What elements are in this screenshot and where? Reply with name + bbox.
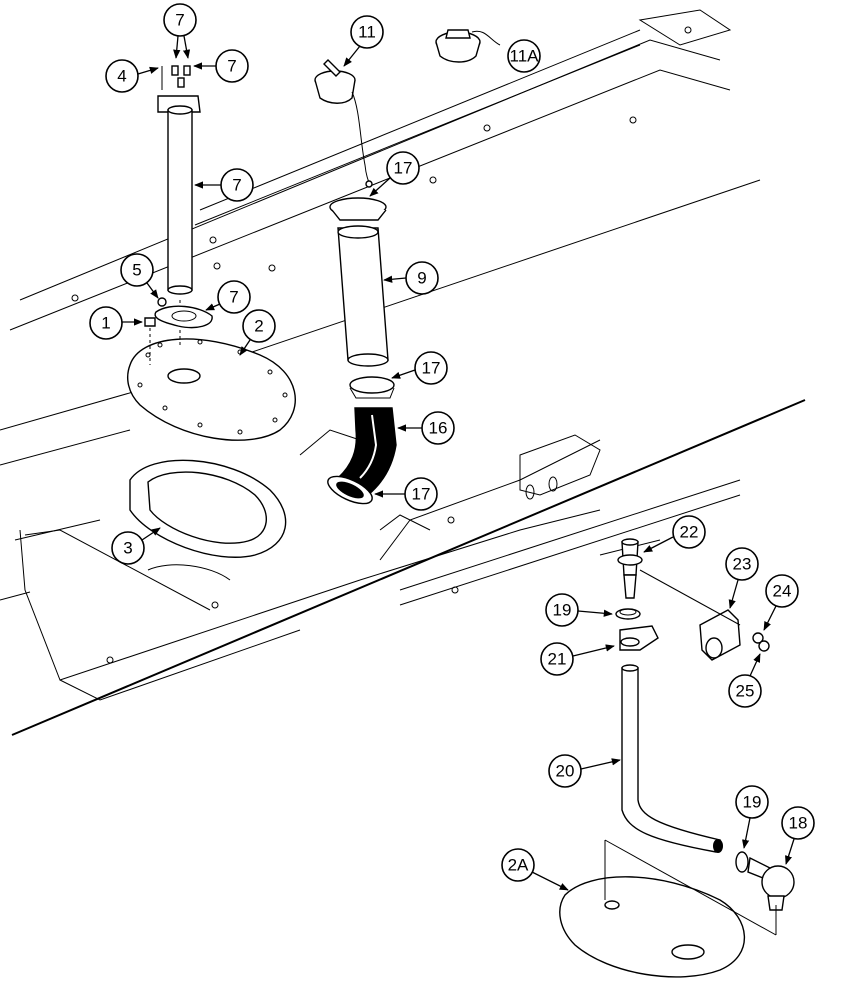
drain-valve-18 — [747, 856, 795, 935]
filler-cap-11 — [314, 59, 373, 188]
svg-text:1: 1 — [101, 314, 110, 333]
callout-2: 2 — [242, 309, 276, 343]
svg-text:7: 7 — [232, 176, 241, 195]
callout-21: 21 — [540, 642, 574, 676]
chassis-frame — [0, 9, 806, 736]
svg-text:19: 19 — [553, 601, 572, 620]
svg-text:4: 4 — [117, 67, 126, 86]
callout-7-tube: 7 — [220, 168, 254, 202]
svg-text:17: 17 — [422, 359, 441, 378]
svg-text:16: 16 — [429, 419, 448, 438]
callout-7-top: 7 — [163, 3, 197, 37]
svg-text:24: 24 — [773, 582, 792, 601]
callout-23: 23 — [725, 547, 759, 581]
svg-text:2: 2 — [254, 317, 263, 336]
svg-text:19: 19 — [743, 793, 762, 812]
svg-text:5: 5 — [132, 261, 141, 280]
svg-text:25: 25 — [736, 682, 755, 701]
svg-text:9: 9 — [417, 269, 426, 288]
svg-text:3: 3 — [123, 539, 132, 558]
callout-22: 22 — [672, 515, 706, 549]
drain-fitting-22 — [617, 538, 643, 599]
support-clip-21 — [619, 625, 659, 651]
clamp-19-a — [615, 608, 641, 620]
callout-9: 9 — [405, 261, 439, 295]
cover-plate-2A — [559, 839, 777, 978]
drain-hose-20 — [621, 664, 723, 853]
svg-text:20: 20 — [556, 762, 575, 781]
callout-1: 1 — [89, 306, 123, 340]
svg-text:7: 7 — [229, 288, 238, 307]
svg-text:7: 7 — [175, 11, 184, 30]
callout-11: 11 — [350, 15, 384, 49]
elbow-hose-16 — [327, 407, 397, 505]
callout-3: 3 — [111, 531, 145, 565]
svg-text:11: 11 — [358, 23, 376, 42]
svg-text:11A: 11A — [510, 47, 540, 66]
callout-11A: 11A — [507, 39, 541, 73]
bracket-23 — [639, 569, 741, 661]
clamp-19-b — [735, 851, 749, 873]
svg-text:18: 18 — [789, 814, 808, 833]
cover-plate-2 — [127, 338, 296, 441]
svg-text:2A: 2A — [508, 856, 529, 875]
callout-24: 24 — [765, 574, 799, 608]
callout-17-mid: 17 — [414, 351, 448, 385]
washer-24-nut-25 — [752, 632, 770, 652]
svg-text:23: 23 — [733, 555, 752, 574]
callout-20: 20 — [548, 754, 582, 788]
svg-text:22: 22 — [680, 523, 699, 542]
fuel-sender-unit — [144, 65, 213, 365]
callout-17-low: 17 — [404, 477, 438, 511]
filler-neck-hose-9 — [329, 197, 395, 399]
svg-text:21: 21 — [548, 650, 567, 669]
callout-17-top: 17 — [386, 151, 420, 185]
callout-18: 18 — [781, 806, 815, 840]
callout-2A: 2A — [501, 848, 535, 882]
callout-4: 4 — [105, 59, 139, 93]
svg-text:7: 7 — [227, 57, 236, 76]
callout-19-a: 19 — [545, 593, 579, 627]
svg-text:17: 17 — [412, 485, 431, 504]
callout-7-ring: 7 — [217, 280, 251, 314]
gasket-plate-3 — [129, 459, 287, 581]
svg-text:17: 17 — [394, 159, 413, 178]
filler-cap-11A — [435, 29, 501, 63]
callout-5: 5 — [120, 253, 154, 287]
callout-16: 16 — [421, 411, 455, 445]
callout-7-nut: 7 — [215, 49, 249, 83]
callout-19-b: 19 — [735, 785, 769, 819]
callout-25: 25 — [728, 674, 762, 708]
